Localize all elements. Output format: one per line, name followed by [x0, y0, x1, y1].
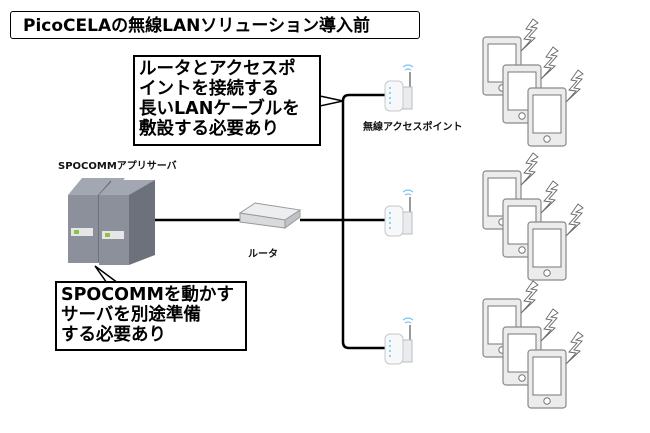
- wireless-signal-icon: [540, 46, 559, 80]
- access-point-icon: [384, 317, 414, 365]
- wireless-signal-icon: [565, 69, 584, 103]
- cable-trunk: [341, 93, 390, 350]
- smartphone-icon: [527, 221, 567, 281]
- wireless-signal-icon: [565, 331, 584, 365]
- wireless-signal-icon: [540, 308, 559, 342]
- wireless-signal-icon: [520, 18, 539, 52]
- callout-server: SPOCOMMを動かす サーバを別途準備 する必要あり: [55, 281, 247, 351]
- wireless-signal-icon: [565, 203, 584, 237]
- wireless-signal-icon: [520, 152, 539, 186]
- access-point-icon: [384, 189, 414, 237]
- callout-tail-cable: [319, 95, 344, 107]
- server-label: SPOCOMMアプリサーバ: [58, 161, 177, 172]
- smartphone-icon: [527, 349, 567, 409]
- wireless-signal-icon: [520, 280, 539, 314]
- access-point-icon: [384, 64, 414, 112]
- lan-cables: [155, 93, 390, 350]
- access-point-label: 無線アクセスポイント: [363, 122, 463, 133]
- server-icon: [68, 178, 155, 265]
- wireless-signal-icon: [540, 180, 559, 214]
- router-icon: [238, 202, 302, 229]
- callout-cable: ルータとアクセスポ イントを接続する 長いLANケーブルを 敷設する必要あり: [133, 55, 321, 146]
- router-label: ルータ: [248, 249, 278, 260]
- smartphone-icon: [527, 87, 567, 147]
- page-title: PicoCELAの無線LANソリューション導入前: [10, 11, 420, 39]
